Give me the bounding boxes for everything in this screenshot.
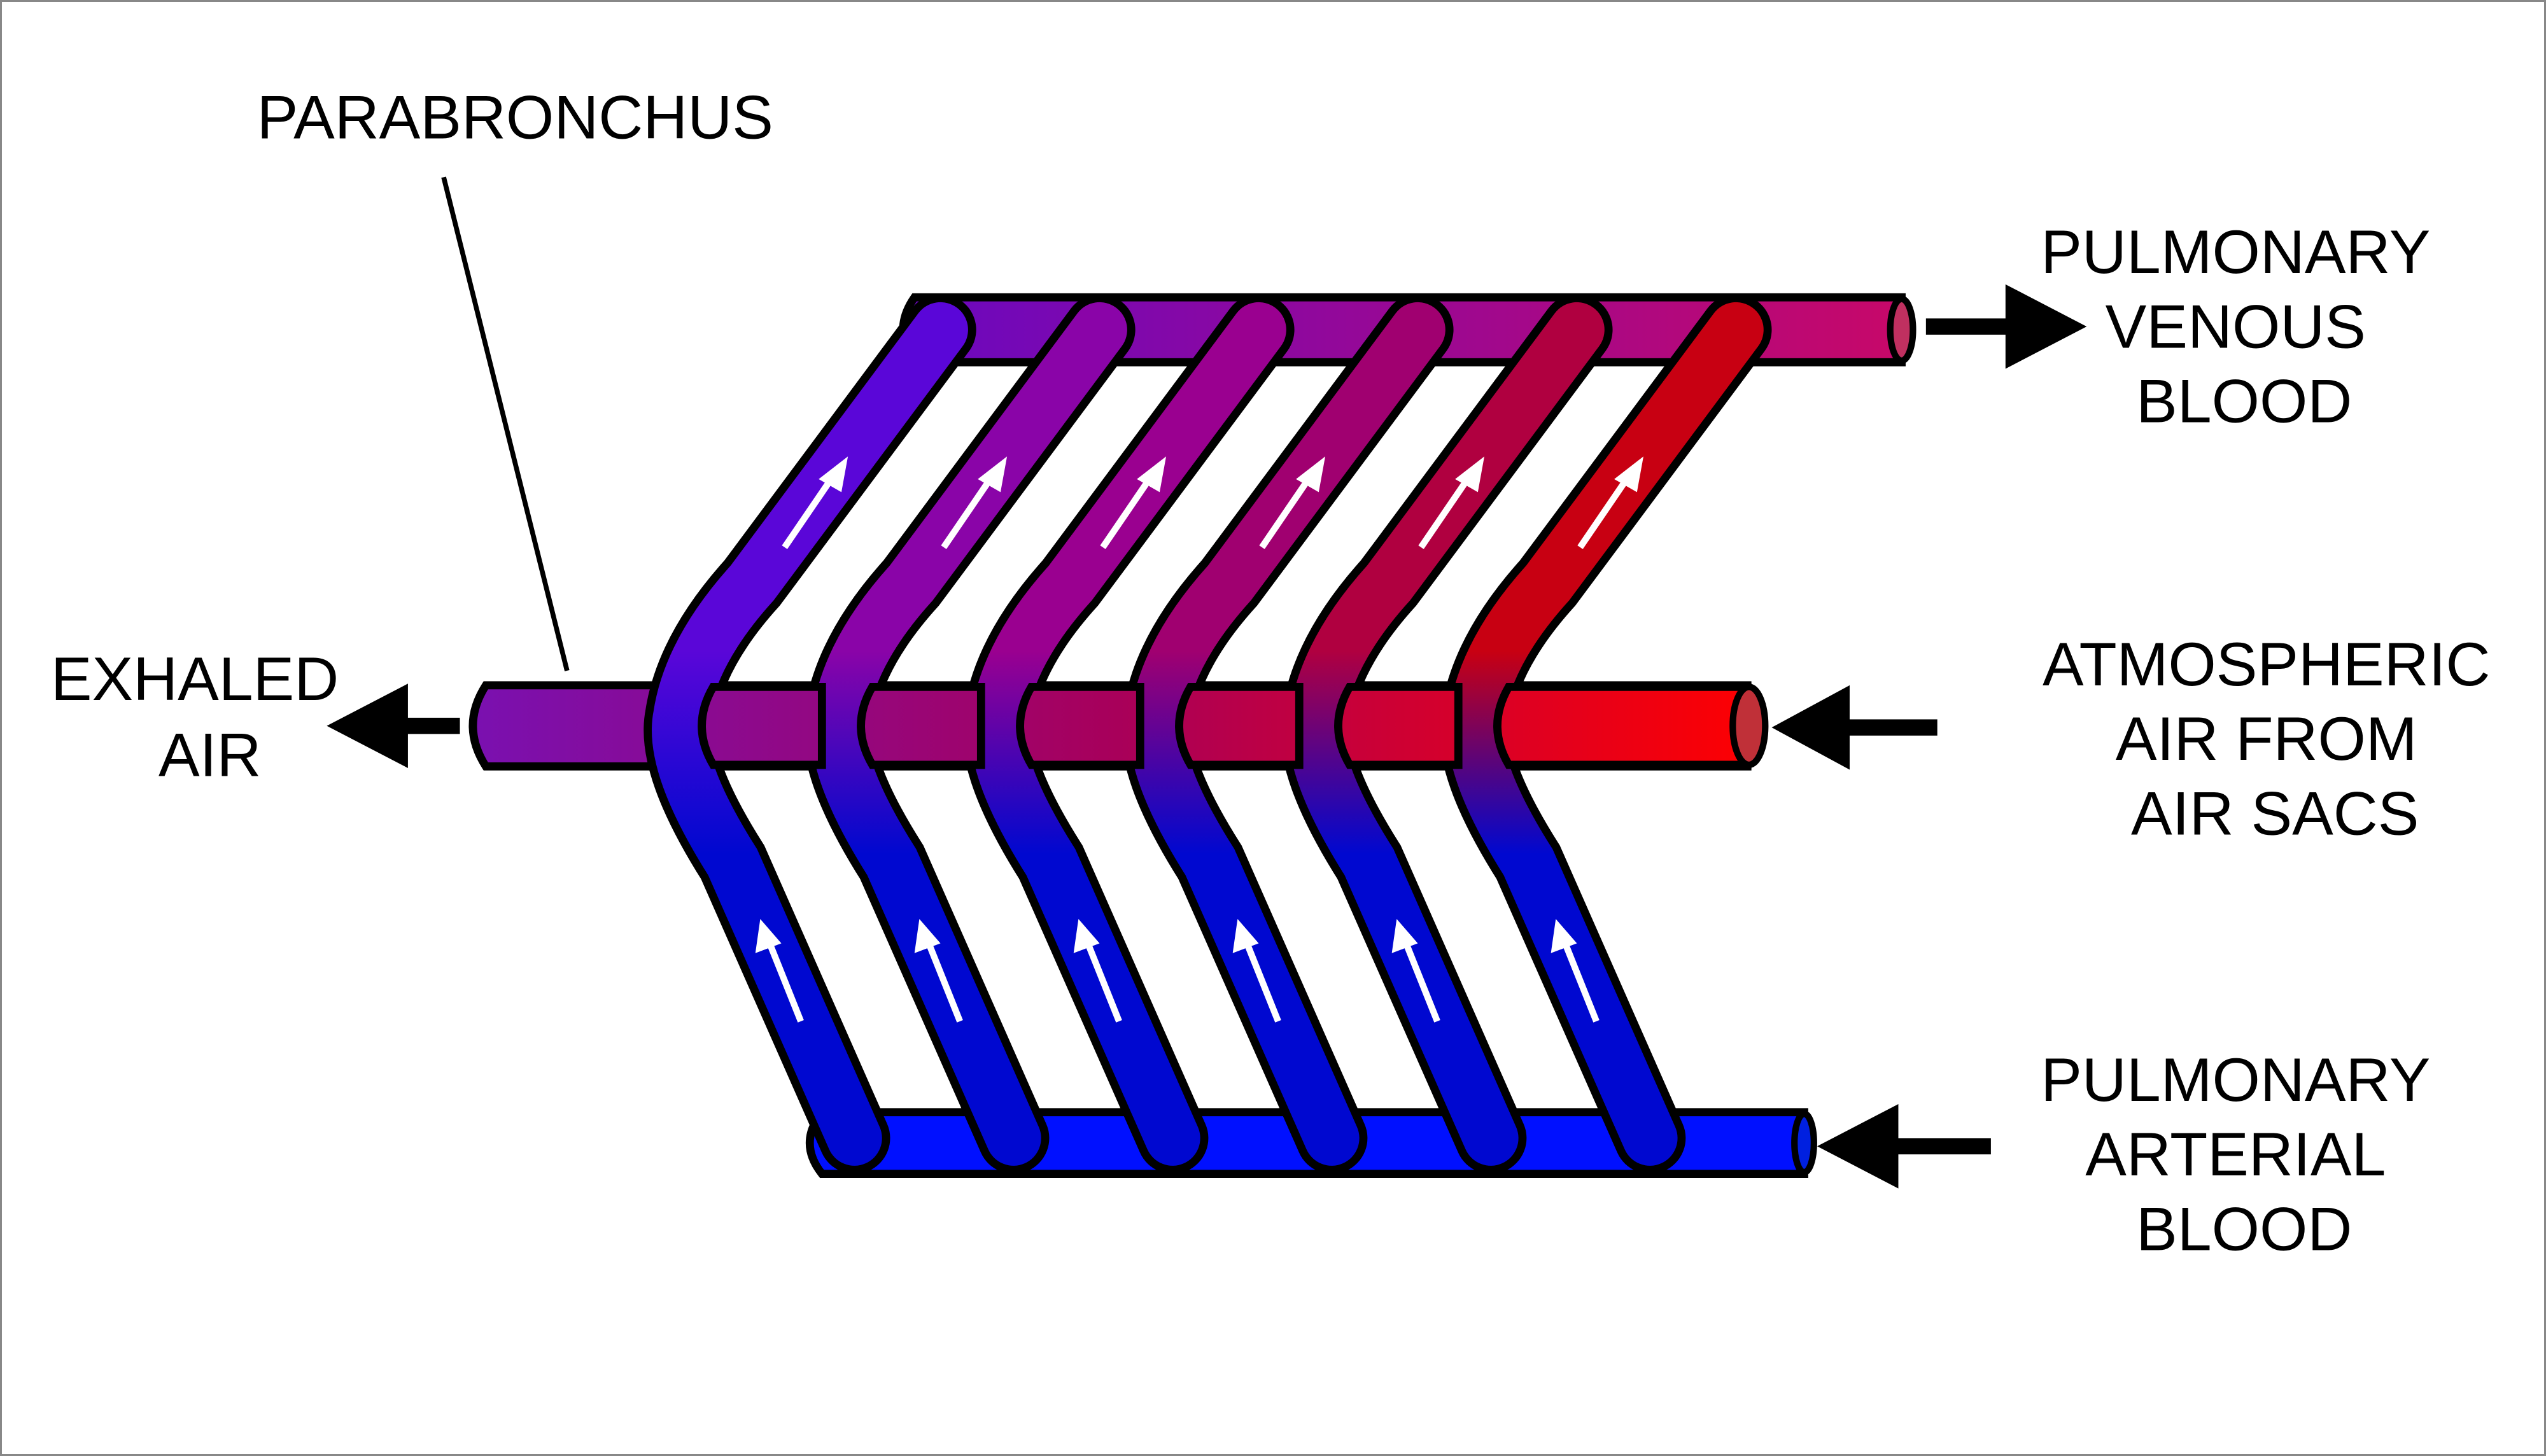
parabronchus-leader-line: [441, 176, 570, 671]
capillary: [1280, 294, 1613, 1174]
flow-arrow-up-icon: [1418, 456, 1485, 549]
capillary: [1121, 294, 1454, 1174]
flow-arrow-up-icon: [1100, 456, 1167, 549]
capillary: [803, 294, 1136, 1174]
flow-arrow-up-icon: [755, 919, 804, 1023]
exhaled-air-arrow: [327, 683, 460, 768]
exhaled-air-label: EXHALED AIR: [51, 644, 356, 790]
flow-arrow-up-icon: [1391, 919, 1440, 1023]
atmospheric-air-label: ATMOSPHERIC AIR FROM AIR SACS: [2043, 629, 2507, 848]
flow-arrow-up-icon: [1073, 919, 1122, 1023]
air-tube-end-cap: [1729, 683, 1769, 768]
pulmonary-arterial-blood-label: PULMONARY ARTERIAL BLOOD: [2041, 1045, 2447, 1264]
capillary: [962, 294, 1295, 1174]
parabronchus-segment: [1334, 683, 1463, 769]
parabronchus-segment: [1493, 683, 1752, 769]
atmospheric-air-arrow: [1771, 685, 1938, 770]
venous-blood-arrow: [1925, 284, 2087, 369]
flow-arrow-up-icon: [1551, 919, 1600, 1023]
parabronchus-segment: [1016, 683, 1144, 769]
parabronchus-segment: [1175, 683, 1304, 769]
capillary: [644, 294, 976, 1174]
arterial-blood-arrow: [1817, 1103, 1991, 1189]
flow-arrow-up-icon: [941, 456, 1008, 549]
parabronchus-label: PARABRONCHUS: [257, 82, 773, 151]
flow-arrow-up-icon: [782, 456, 848, 549]
flow-arrow-up-icon: [1259, 456, 1326, 549]
parabronchus-segment: [698, 683, 826, 769]
flow-arrow-up-icon: [914, 919, 963, 1023]
pulmonary-venous-blood-label: PULMONARY VENOUS BLOOD: [2041, 217, 2447, 436]
parabronchus-segment: [857, 683, 985, 769]
capillary: [1439, 294, 1772, 1174]
flow-arrow-up-icon: [1232, 919, 1281, 1023]
flow-arrow-up-icon: [1577, 456, 1644, 549]
